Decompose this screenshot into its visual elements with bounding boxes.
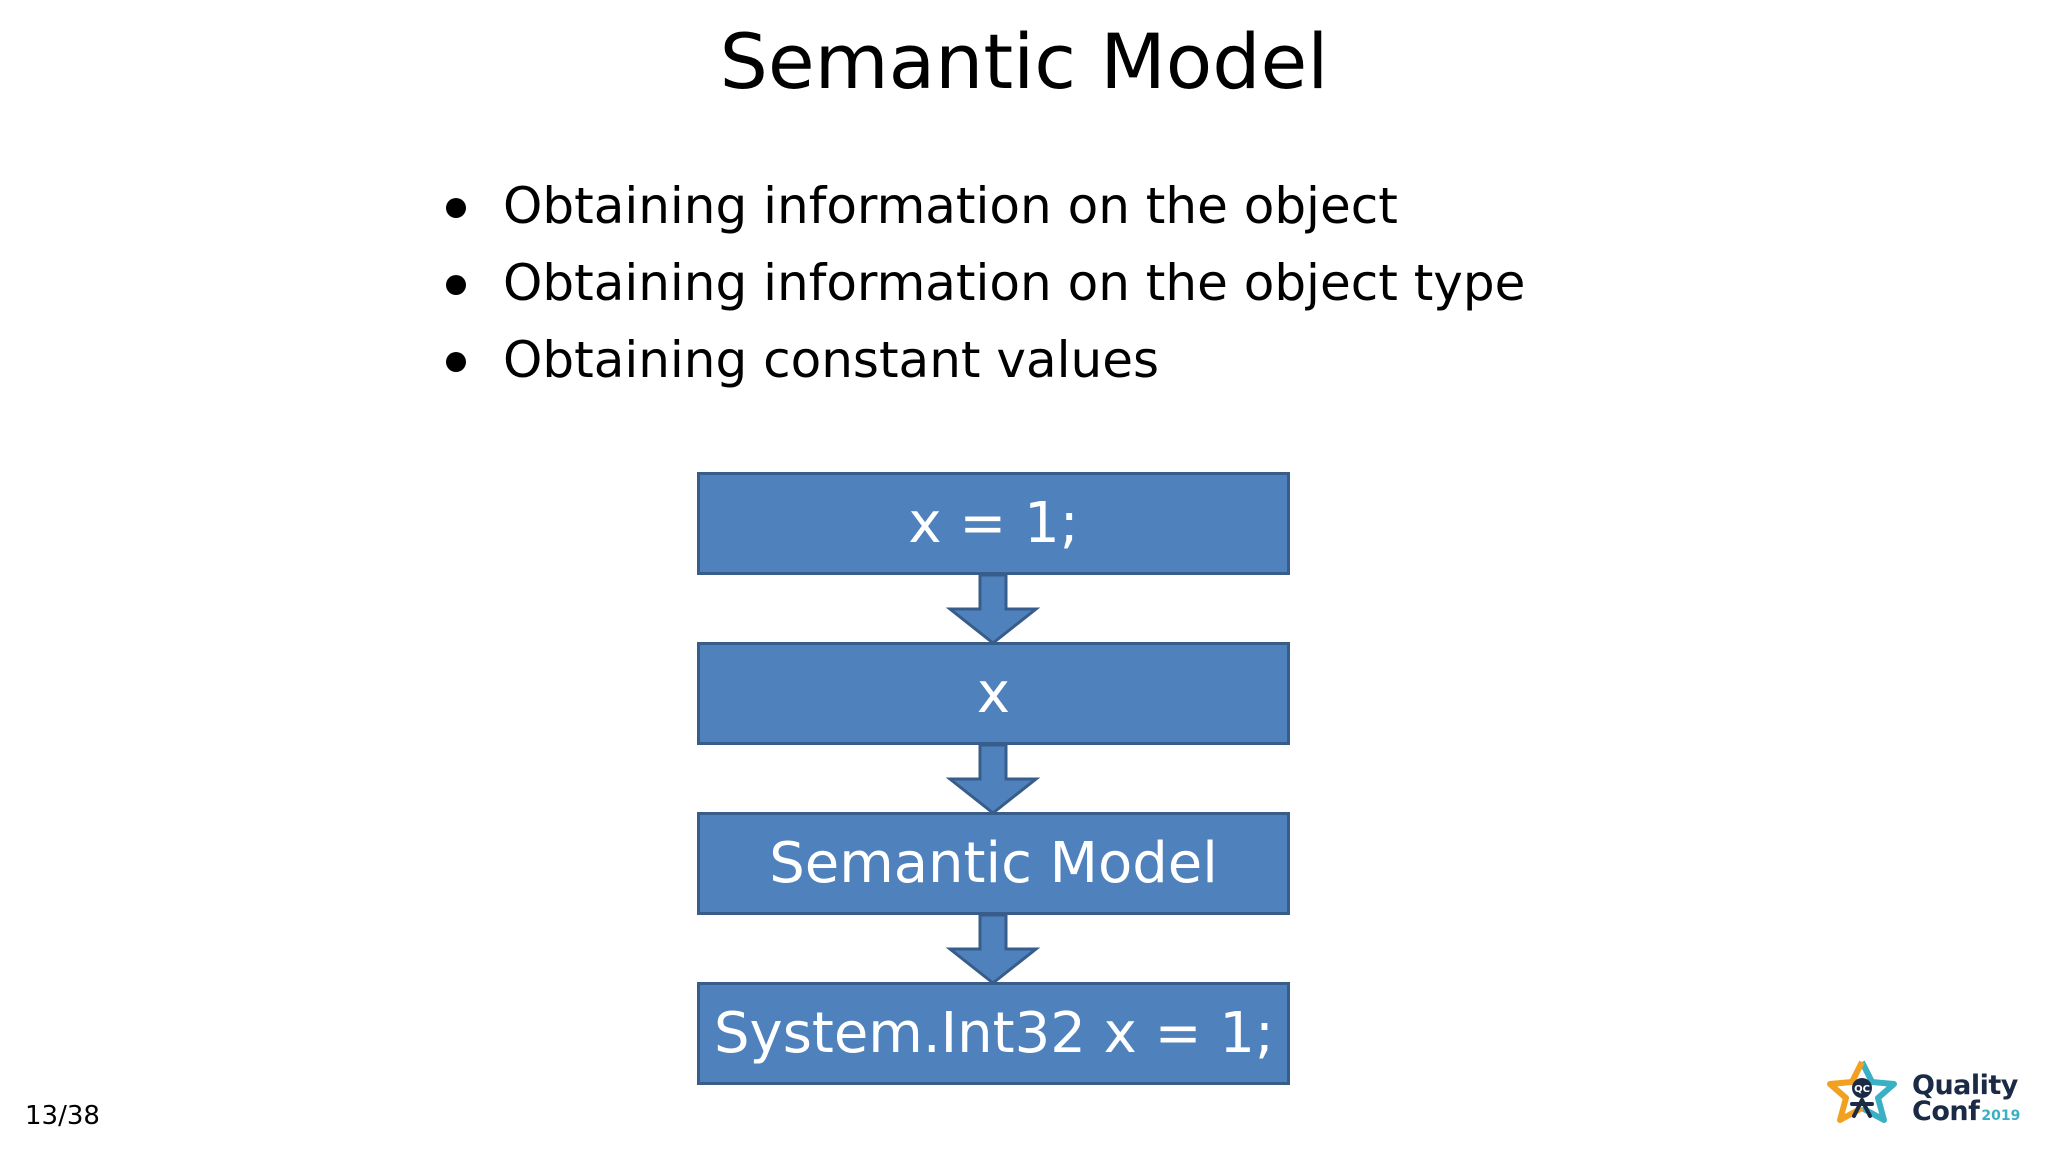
down-arrow-icon — [946, 915, 1040, 985]
star-badge-icon: QC — [1827, 1060, 1897, 1123]
slide-title: Semantic Model — [719, 17, 1329, 106]
flow-box-statement: x = 1; — [697, 472, 1290, 575]
badge-text: QC — [1854, 1084, 1870, 1095]
flow-box-identifier: x — [697, 642, 1290, 745]
down-arrow-icon — [946, 745, 1040, 815]
bullet-item: Obtaining information on the object — [440, 168, 1525, 245]
bullet-item: Obtaining information on the object type — [440, 245, 1525, 322]
logo-word-quality: Quality — [1912, 1070, 2018, 1101]
logo-year: 2019 — [1981, 1108, 2021, 1124]
page-number: 13/38 — [25, 1101, 100, 1131]
logo-conf-text: Conf — [1912, 1096, 1980, 1127]
bullet-list: Obtaining information on the object Obta… — [440, 168, 1525, 399]
flow-box-typed-statement: System.Int32 x = 1; — [697, 982, 1290, 1085]
down-arrow-icon — [946, 575, 1040, 645]
bullet-item: Obtaining constant values — [440, 322, 1525, 399]
flow-box-semantic-model: Semantic Model — [697, 812, 1290, 915]
